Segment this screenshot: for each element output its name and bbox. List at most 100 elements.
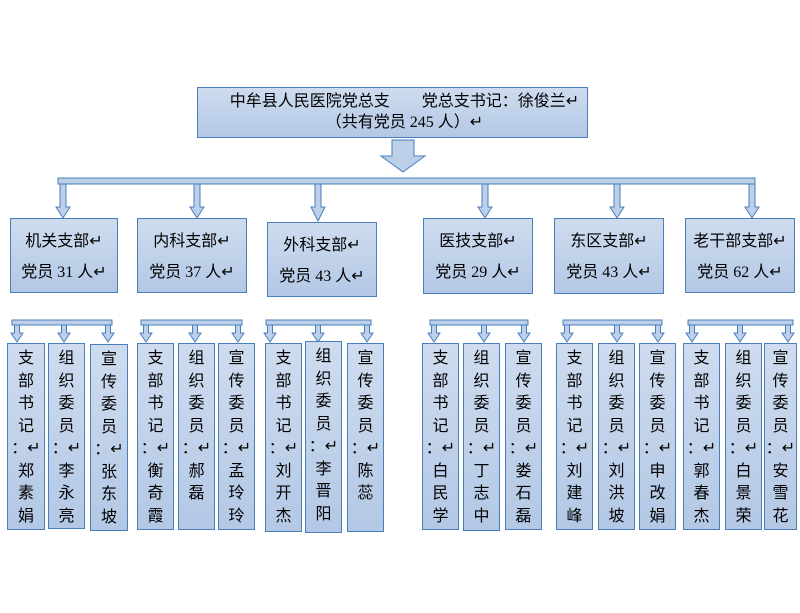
officer-role: 宣传委员：↵: [221, 350, 252, 457]
officer-role: 支部书记：↵: [559, 350, 590, 457]
branch-member-count: 党员 62 人↵: [697, 264, 783, 281]
officer-drop-arrow: [231, 324, 245, 343]
branch-name: 内科支部↵: [153, 233, 231, 250]
officer-name: 安雪花: [772, 462, 789, 525]
officer-box: 支部书记：↵ 刘开杰: [265, 343, 302, 532]
officer-name: 李永亮: [58, 462, 75, 525]
officer-drop-arrow: [685, 324, 699, 343]
officer-box: 宣传委员：↵ 娄石磊: [505, 343, 542, 530]
branch-member-count: 党员 43 人↵: [566, 264, 652, 281]
officer-role: 组织委员：↵: [181, 350, 212, 457]
branch-name: 东区支部↵: [570, 233, 648, 250]
officer-drop-arrow: [263, 324, 277, 343]
officer-name: 衡奇霞: [147, 462, 164, 525]
officer-box: 支部书记：↵ 白民学: [422, 343, 459, 530]
officer-name: 郑素娟: [17, 462, 34, 525]
officer-connector-bar: [265, 319, 372, 326]
officer-role: 宣传委员：↵: [765, 350, 796, 457]
branch-box: 医技支部↵ 党员 29 人↵: [423, 218, 533, 294]
officer-box: 宣传委员：↵ 张东坡: [90, 344, 128, 531]
officer-role: 组织委员：↵: [728, 350, 759, 457]
branch-box: 外科支部↵ 党员 43 人↵: [267, 222, 377, 297]
branch-drop-arrow: [55, 183, 71, 219]
officer-drop-arrow: [139, 324, 153, 343]
officer-name: 李晋阳: [315, 460, 332, 523]
branch-name: 老干部支部↵: [693, 233, 787, 250]
officer-connector-bar: [687, 319, 794, 326]
officer-box: 组织委员：↵ 刘洪坡: [598, 343, 635, 530]
officer-drop-arrow: [560, 324, 574, 343]
officer-role: 宣传委员：↵: [94, 351, 124, 458]
root-title: 中牟县人民医院党总支 党总支书记：徐俊兰↵: [229, 93, 580, 110]
officer-drop-arrow: [477, 324, 491, 343]
branch-drop-arrow: [189, 183, 205, 219]
branch-drop-arrow: [310, 183, 326, 223]
officer-box: 宣传委员：↵ 孟玲玲: [218, 343, 255, 530]
officer-box: 组织委员：↵ 白景荣: [725, 343, 762, 530]
officer-drop-arrow: [517, 324, 531, 343]
officer-box: 组织委员：↵ 丁志中: [463, 343, 500, 531]
officer-name: 刘建峰: [566, 462, 583, 525]
officer-name: 刘洪坡: [608, 462, 625, 525]
officer-drop-arrow: [188, 324, 202, 343]
officer-name: 郝 磊: [188, 462, 205, 503]
officer-name: 陈 蕊: [357, 462, 374, 503]
officer-name: 申改娟: [649, 462, 666, 525]
officer-name: 刘开杰: [275, 462, 292, 525]
branch-name: 机关支部↵: [25, 233, 103, 250]
officer-box: 宣传委员：↵ 陈 蕊: [347, 343, 384, 532]
main-branch-bar: [57, 177, 756, 185]
officer-name: 娄石磊: [515, 462, 532, 525]
officer-role: 组织委员：↵: [601, 350, 632, 457]
branch-drop-arrow: [477, 183, 493, 219]
officer-box: 支部书记：↵ 衡奇霞: [137, 343, 174, 530]
branch-member-count: 党员 43 人↵: [279, 268, 365, 285]
branch-box: 机关支部↵ 党员 31 人↵: [10, 218, 118, 293]
officer-box: 支部书记：↵ 郑素娟: [7, 343, 45, 530]
branch-member-count: 党员 31 人↵: [21, 264, 107, 281]
officer-drop-arrow: [610, 324, 624, 343]
party-general-branch-box: 中牟县人民医院党总支 党总支书记：徐俊兰↵ （共有党员 245 人）↵: [197, 87, 588, 138]
officer-connector-bar: [140, 319, 243, 326]
officer-box: 支部书记：↵ 郭春杰: [683, 343, 720, 530]
root-member-count: （共有党员 245 人）↵: [325, 114, 484, 131]
officer-role: 组织委员：↵: [51, 350, 82, 457]
officer-name: 张东坡: [100, 463, 117, 526]
officer-role: 宣传委员：↵: [642, 350, 673, 457]
officer-connector-bar: [562, 319, 663, 326]
officer-drop-arrow: [360, 324, 374, 343]
officer-name: 丁志中: [473, 462, 490, 525]
officer-box: 组织委员：↵ 郝 磊: [178, 343, 215, 530]
officer-box: 宣传委员：↵ 申改娟: [639, 343, 676, 530]
branch-member-count: 党员 29 人↵: [435, 264, 521, 281]
officer-drop-arrow: [10, 324, 24, 343]
main-down-arrow: [379, 139, 427, 173]
officer-box: 组织委员：↵ 李永亮: [48, 343, 85, 529]
officer-box: 组织委员：↵ 李晋阳: [305, 341, 342, 533]
branch-drop-arrow: [609, 183, 625, 219]
officer-name: 白民学: [432, 462, 449, 525]
officer-drop-arrow: [101, 324, 115, 343]
officer-connector-bar: [429, 319, 529, 326]
officer-drop-arrow: [427, 324, 441, 343]
officer-box: 支部书记：↵ 刘建峰: [556, 343, 593, 530]
officer-role: 宣传委员：↵: [508, 350, 539, 457]
officer-role: 组织委员：↵: [466, 350, 497, 457]
officer-drop-arrow: [57, 324, 71, 343]
branch-name: 医技支部↵: [439, 233, 517, 250]
officer-drop-arrow: [733, 324, 747, 343]
officer-role: 组织委员：↵: [308, 348, 339, 455]
officer-role: 支部书记：↵: [140, 350, 171, 457]
officer-drop-arrow: [311, 324, 325, 343]
branch-drop-arrow: [744, 183, 760, 219]
officer-role: 支部书记：↵: [686, 350, 717, 457]
officer-connector-bar: [11, 319, 113, 326]
officer-drop-arrow: [651, 324, 665, 343]
officer-drop-arrow: [781, 324, 795, 343]
officer-name: 郭春杰: [693, 462, 710, 525]
officer-role: 支部书记：↵: [425, 350, 456, 457]
branch-box: 老干部支部↵ 党员 62 人↵: [685, 218, 795, 293]
officer-box: 宣传委员：↵ 安雪花: [764, 343, 797, 530]
